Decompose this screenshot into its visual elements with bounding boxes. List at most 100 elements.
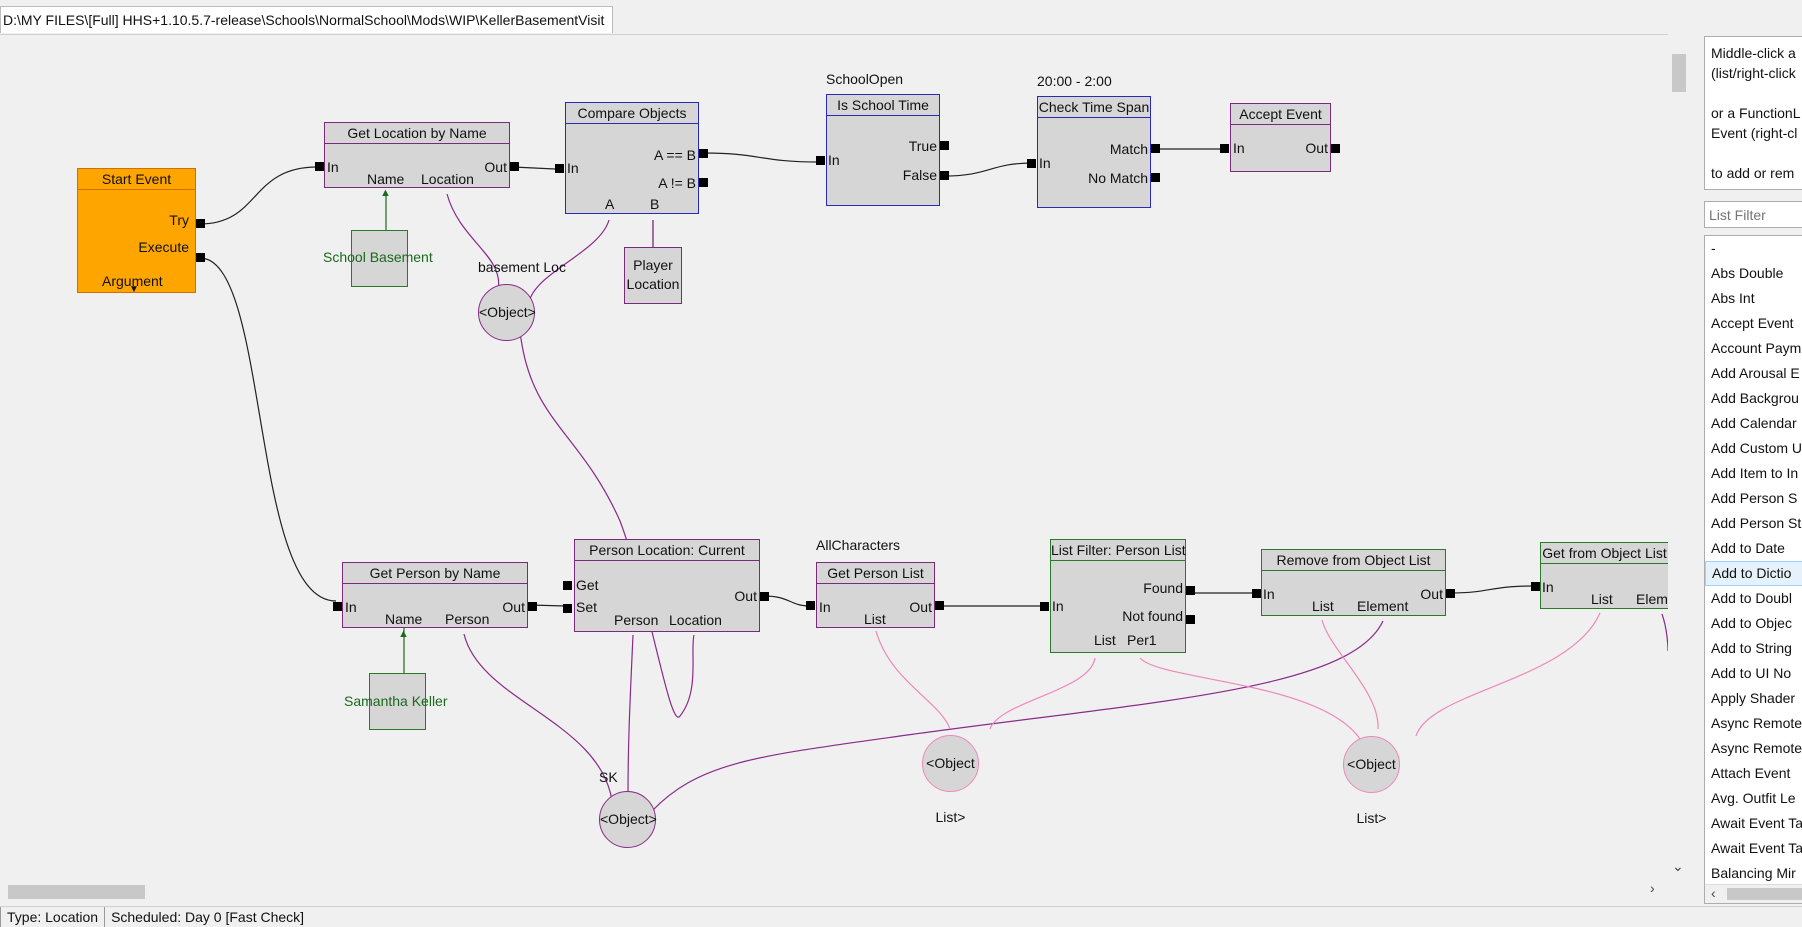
in-pin[interactable] xyxy=(315,162,324,171)
out-pin[interactable] xyxy=(935,601,944,610)
true-pin[interactable] xyxy=(940,141,949,150)
function-list-item[interactable]: Async Remote xyxy=(1711,740,1802,756)
found-pin[interactable] xyxy=(1186,586,1195,595)
in-pin[interactable] xyxy=(1531,582,1540,591)
function-list-item[interactable]: Attach Event xyxy=(1711,765,1791,781)
horizontal-scrollbar[interactable]: › xyxy=(0,880,1668,900)
accept-event-node[interactable]: Accept Event In Out xyxy=(1230,103,1331,172)
samantha-keller-label: Samantha Keller xyxy=(344,693,448,709)
vertical-scrollbar[interactable]: ⌄ xyxy=(1668,34,1688,880)
get-from-object-list-node[interactable]: Get from Object List In List Elem xyxy=(1540,542,1668,609)
false-pin[interactable] xyxy=(940,171,949,180)
false-pin-label: False xyxy=(902,167,937,183)
function-list-item[interactable]: Await Event Ta xyxy=(1711,815,1802,831)
function-list-item[interactable]: Async Remote xyxy=(1711,715,1802,731)
get-location-by-name-node[interactable]: Get Location by Name In Out Name Locatio… xyxy=(324,122,510,188)
scroll-down-icon[interactable]: ⌄ xyxy=(1672,858,1684,874)
player-location-label: Player Location xyxy=(626,257,680,292)
schoolopen-caption: SchoolOpen xyxy=(826,71,904,87)
function-list-item[interactable]: Abs Double xyxy=(1711,265,1784,281)
node-graph-canvas[interactable]: Start Event Try Execute Argument ▼ Get L… xyxy=(0,34,1668,881)
function-list-item[interactable]: Add Person St xyxy=(1711,515,1802,531)
function-list-item[interactable]: Avg. Outfit Le xyxy=(1711,790,1796,806)
argument-arrow-icon[interactable]: ▼ xyxy=(129,284,139,295)
function-list-item[interactable]: Add to UI No xyxy=(1711,665,1792,681)
in-pin[interactable] xyxy=(1252,589,1261,598)
scroll-left-icon[interactable]: ‹ xyxy=(1711,885,1716,901)
out-pin[interactable] xyxy=(510,162,519,171)
function-list-item[interactable]: Balancing Mir xyxy=(1711,865,1796,881)
compare-objects-node[interactable]: Compare Objects In A == B A != B A B xyxy=(565,102,699,214)
match-pin-label: Match xyxy=(1109,141,1148,157)
object-variable[interactable]: <Object> xyxy=(478,284,536,341)
out-pin[interactable] xyxy=(528,602,537,611)
list-filter-person-list-node[interactable]: List Filter: Person List In Found Not fo… xyxy=(1050,539,1186,653)
list-filter-input[interactable] xyxy=(1704,201,1802,228)
set-pin[interactable] xyxy=(563,604,572,613)
function-list-item[interactable]: Accept Event xyxy=(1711,315,1794,331)
neq-pin[interactable] xyxy=(699,178,708,187)
not-found-pin[interactable] xyxy=(1186,615,1195,624)
element-pin-label: Element xyxy=(1357,598,1409,614)
no-match-pin[interactable] xyxy=(1151,173,1160,182)
out-pin[interactable] xyxy=(1331,144,1340,153)
in-pin[interactable] xyxy=(816,156,825,165)
list-hscrollbar[interactable]: ‹ xyxy=(1705,884,1802,903)
node-title: Compare Objects xyxy=(566,103,698,124)
is-school-time-node[interactable]: Is School Time In True False xyxy=(826,94,940,206)
out-pin[interactable] xyxy=(1446,589,1455,598)
function-list-item[interactable]: Abs Int xyxy=(1711,290,1755,306)
in-pin[interactable] xyxy=(555,164,564,173)
object-variable-label: <Object> xyxy=(600,811,657,827)
name-pin-label: Name xyxy=(385,611,423,627)
function-list-item[interactable]: Add Backgrou xyxy=(1711,390,1799,406)
object-list-variable[interactable]: <Object List> xyxy=(922,735,979,825)
function-list-item[interactable]: Add Arousal E xyxy=(1711,365,1800,381)
in-pin[interactable] xyxy=(806,601,815,610)
eq-pin[interactable] xyxy=(699,149,708,158)
samantha-keller-constant[interactable] xyxy=(369,673,426,730)
object-list-variable[interactable]: <Object List> xyxy=(1343,736,1400,826)
function-list-item[interactable]: Apply Shader xyxy=(1711,690,1796,706)
get-pin[interactable] xyxy=(563,581,572,590)
object-variable[interactable]: <Object> xyxy=(599,791,657,848)
check-time-span-node[interactable]: Check Time Span In Match No Match xyxy=(1037,96,1151,208)
get-person-by-name-node[interactable]: Get Person by Name In Out Name Person xyxy=(342,562,528,628)
function-list-item[interactable]: Add to Objec xyxy=(1711,615,1792,631)
execute-pin[interactable] xyxy=(196,253,205,262)
node-title: Get from Object List xyxy=(1541,543,1668,564)
function-list-item[interactable]: Add Person S xyxy=(1711,490,1798,506)
function-list-item[interactable]: Add to String xyxy=(1711,640,1792,656)
in-pin-label: In xyxy=(828,152,840,168)
in-pin[interactable] xyxy=(1040,602,1049,611)
node-title: Is School Time xyxy=(827,95,939,116)
in-pin[interactable] xyxy=(1027,159,1036,168)
person-location-current-node[interactable]: Person Location: Current Get Set Out Per… xyxy=(574,539,760,632)
remove-from-object-list-node[interactable]: Remove from Object List In Out List Elem… xyxy=(1261,549,1446,616)
vertical-scroll-thumb[interactable] xyxy=(1672,54,1686,92)
list-hscroll-thumb[interactable] xyxy=(1727,888,1802,900)
in-pin[interactable] xyxy=(333,602,342,611)
out-pin[interactable] xyxy=(760,592,769,601)
function-list-item[interactable]: Account Paym xyxy=(1711,340,1802,356)
function-list-item[interactable]: Add Item to In xyxy=(1711,465,1799,481)
get-person-list-node[interactable]: Get Person List In Out List xyxy=(816,562,935,628)
function-list-item[interactable]: Add to Dictio xyxy=(1705,561,1802,586)
true-pin-label: True xyxy=(908,138,937,154)
start-event-node[interactable]: Start Event Try Execute Argument xyxy=(77,168,196,293)
match-pin[interactable] xyxy=(1151,144,1160,153)
horizontal-scroll-thumb[interactable] xyxy=(8,885,145,899)
player-location-constant[interactable]: Player Location xyxy=(624,247,682,304)
scroll-right-icon[interactable]: › xyxy=(1650,880,1655,896)
function-list-item[interactable]: Add Calendar xyxy=(1711,415,1797,431)
try-pin[interactable] xyxy=(196,219,205,228)
function-list-item[interactable]: Add Custom U xyxy=(1711,440,1802,456)
school-basement-constant[interactable] xyxy=(351,230,408,287)
function-list-item[interactable]: Add to Date xyxy=(1711,540,1785,556)
function-list-item[interactable]: Add to Doubl xyxy=(1711,590,1792,606)
in-pin[interactable] xyxy=(1220,144,1229,153)
function-list-item[interactable]: - xyxy=(1711,240,1716,256)
function-list-item[interactable]: Await Event Ta xyxy=(1711,840,1802,856)
file-path-tab[interactable]: D:\MY FILES\[Full] HHS+1.10.5.7-release\… xyxy=(0,6,614,33)
